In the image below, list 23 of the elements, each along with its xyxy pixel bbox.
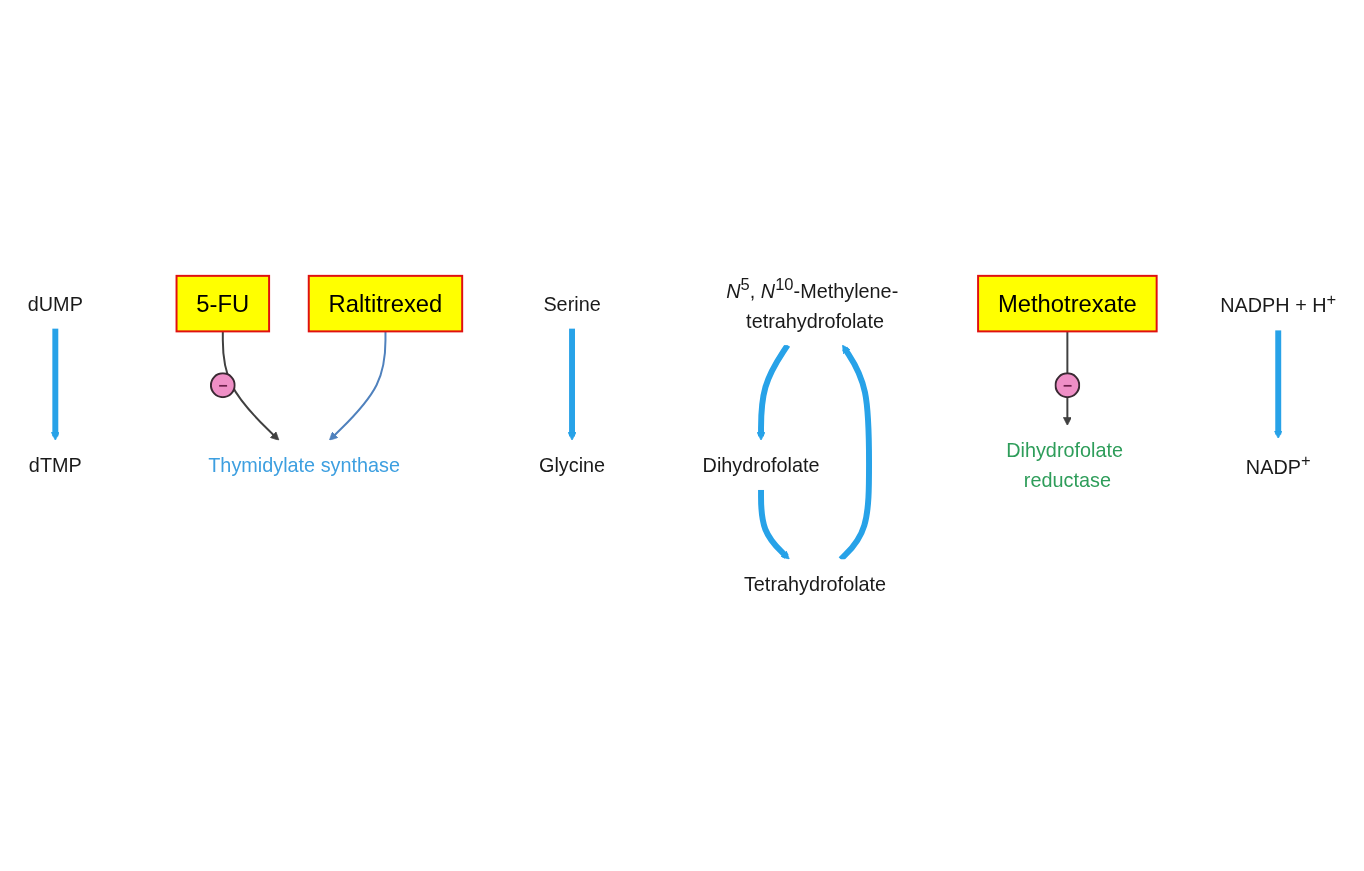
node-text: N$^{5}$, N$^{10}$-Methylene- tetrahydrofolate (726, 275, 899, 332)
arrow (758, 489, 790, 560)
node-text: NADP$^{+}$ (1245, 451, 1311, 478)
node-text: Dihydrofolate (702, 454, 820, 476)
node-text: Glycine (538, 454, 606, 476)
arrow (838, 344, 872, 562)
node-text: Thymidylate synthase (208, 454, 401, 476)
arrow (567, 328, 577, 441)
node-text: Serine (543, 292, 601, 315)
node-box: Raltitrexed (307, 274, 464, 333)
node-text: dTMP (28, 454, 82, 476)
edge-label: − (1062, 377, 1072, 395)
arrow (50, 328, 60, 441)
arrow (756, 343, 791, 441)
node-text: dUMP (27, 292, 83, 315)
edge-label: − (218, 377, 228, 395)
node-text: NADPH + H$^{+}$ (1220, 289, 1337, 317)
node-box: Methotrexate (977, 274, 1158, 333)
node-text: Dihydrofolate reductase (1006, 439, 1124, 491)
arrow (329, 330, 387, 441)
node-box: 5-FU (175, 274, 271, 333)
arrow (1273, 330, 1283, 439)
node-text: Tetrahydrofolate (743, 573, 887, 595)
